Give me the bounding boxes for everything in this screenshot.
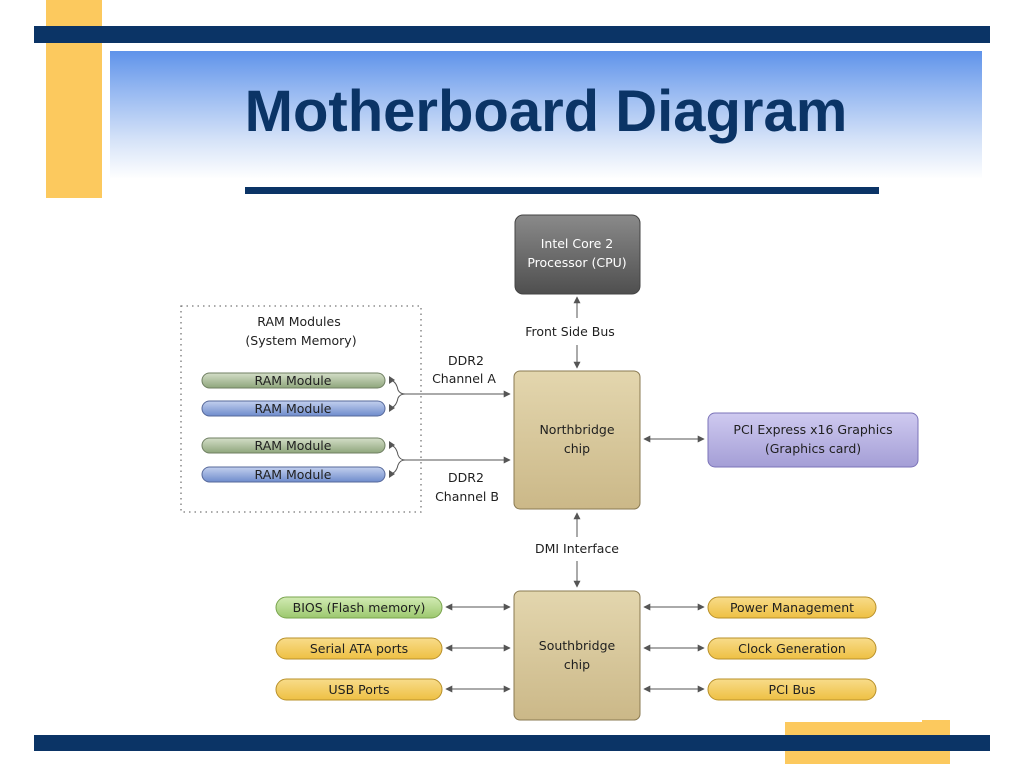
channel-b-connector-top (388, 444, 511, 464)
dmi-interface-label: DMI Interface (535, 541, 619, 556)
usb-ports-label: USB Ports (329, 682, 390, 697)
usb-ports-pill: USB Ports (275, 678, 443, 701)
slide-title: Motherboard Diagram (244, 79, 848, 144)
bottom-navy-bar (34, 735, 990, 751)
channel-b-label-line1: DDR2 (448, 470, 484, 485)
cpu-box: Intel Core 2 Processor (CPU) (514, 214, 641, 295)
graphics-card-box: PCI Express x16 Graphics (Graphics card) (707, 412, 919, 468)
serial-ata-pill: Serial ATA ports (275, 637, 443, 660)
pci-bus-label: PCI Bus (769, 682, 816, 697)
southbridge-box: Southbridge chip (513, 590, 641, 721)
ram-module-4-label: RAM Module (255, 467, 332, 482)
ram-module-1: RAM Module (201, 372, 386, 389)
ram-module-3: RAM Module (201, 437, 386, 454)
ram-module-2-label: RAM Module (255, 401, 332, 416)
ram-module-2: RAM Module (201, 400, 386, 417)
ram-module-4: RAM Module (201, 466, 386, 483)
ram-modules-group: RAM Modules (System Memory) RAM Module R… (180, 305, 422, 513)
southbridge-label-line1: Southbridge (539, 638, 616, 653)
ram-module-1-label: RAM Module (255, 373, 332, 388)
top-navy-bar (34, 26, 990, 43)
serial-ata-label: Serial ATA ports (310, 641, 408, 656)
channel-a-label-line2: Channel A (432, 371, 496, 386)
ram-group-label-line1: RAM Modules (257, 314, 340, 329)
cpu-label-line1: Intel Core 2 (541, 236, 614, 251)
front-side-bus-label: Front Side Bus (525, 324, 615, 339)
gold-accent-bottom-tab (922, 720, 950, 734)
channel-b-label-line2: Channel B (435, 489, 499, 504)
graphics-label-line1: PCI Express x16 Graphics (733, 422, 892, 437)
clock-generation-label: Clock Generation (738, 641, 846, 656)
northbridge-label-line1: Northbridge (539, 422, 614, 437)
bios-label: BIOS (Flash memory) (293, 600, 426, 615)
title-underline (245, 187, 879, 194)
graphics-label-line2: (Graphics card) (765, 441, 861, 456)
clock-generation-pill: Clock Generation (707, 637, 877, 660)
cpu-label-line2: Processor (CPU) (527, 255, 626, 270)
ram-module-3-label: RAM Module (255, 438, 332, 453)
southbridge-label-line2: chip (564, 657, 590, 672)
bios-pill: BIOS (Flash memory) (275, 596, 443, 619)
channel-a-label-line1: DDR2 (448, 353, 484, 368)
northbridge-box: Northbridge chip (513, 370, 641, 510)
power-management-pill: Power Management (707, 596, 877, 619)
title-gradient-band (110, 51, 982, 179)
northbridge-label-line2: chip (564, 441, 590, 456)
power-management-label: Power Management (730, 600, 854, 615)
ram-group-label-line2: (System Memory) (245, 333, 356, 348)
pci-bus-pill: PCI Bus (707, 678, 877, 701)
